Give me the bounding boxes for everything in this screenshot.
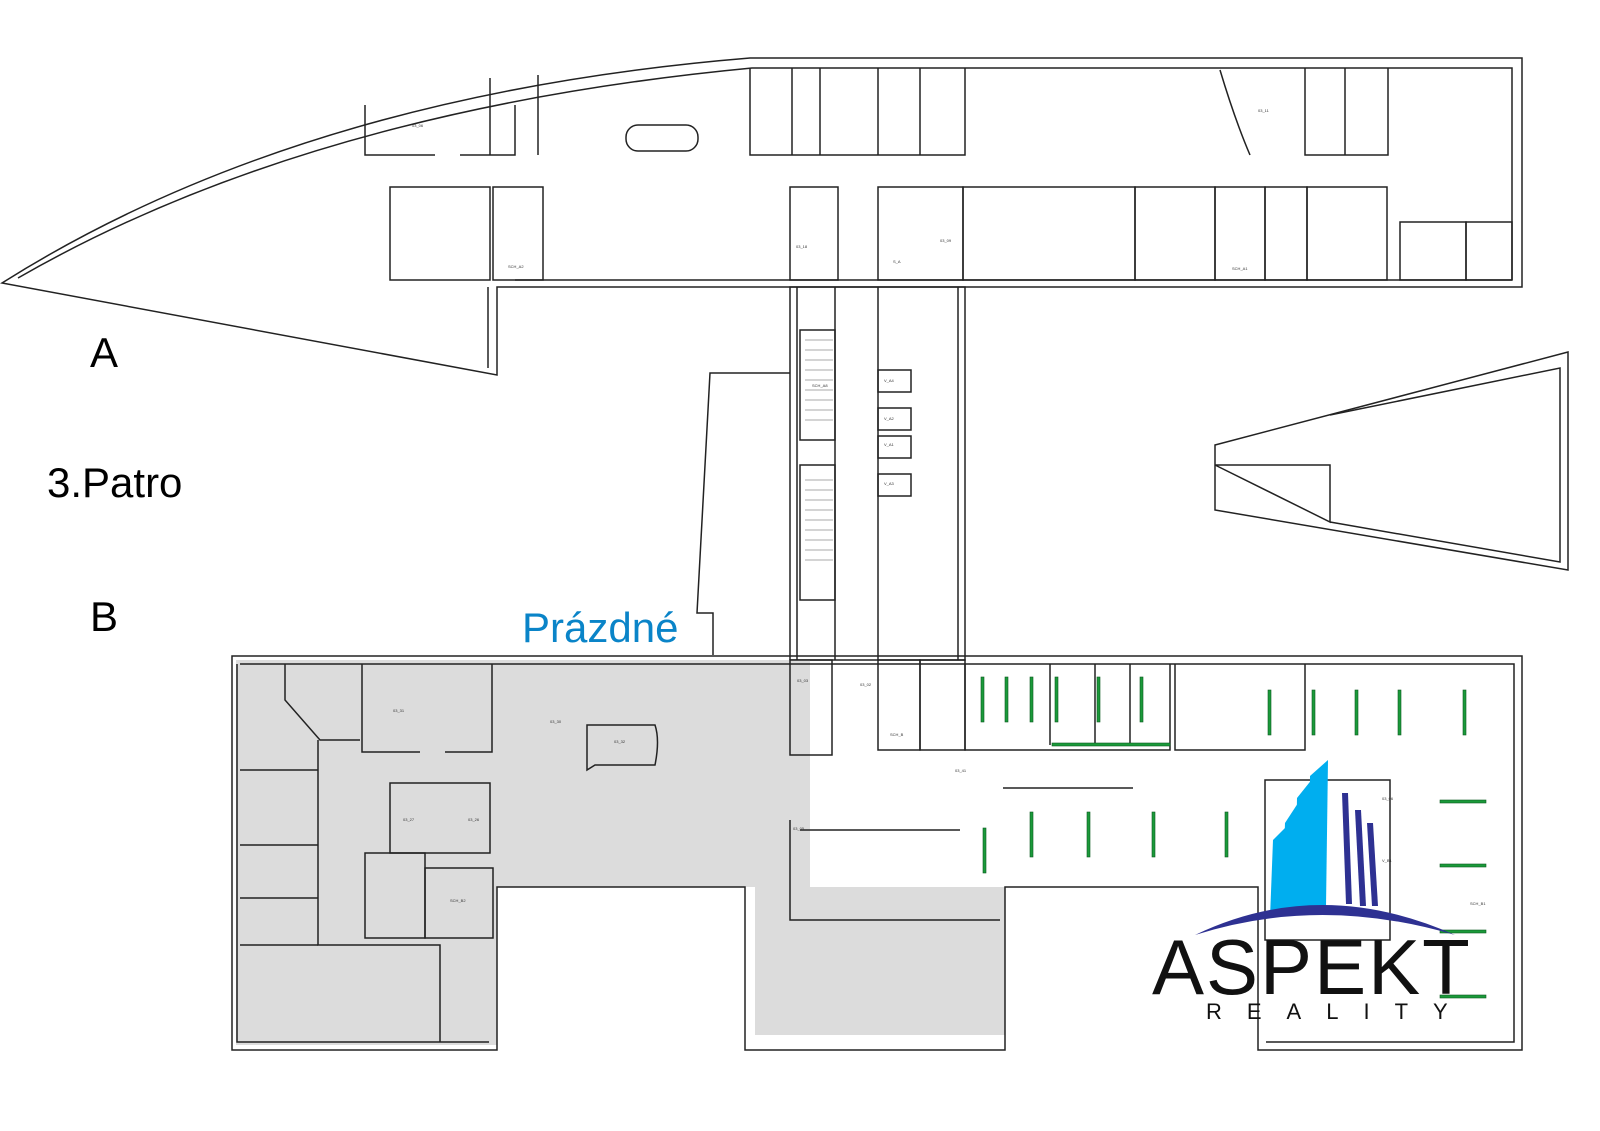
desk <box>1439 863 1487 868</box>
vacant-area <box>236 660 1005 1045</box>
wing-b-label: B <box>90 593 119 640</box>
desk <box>1439 799 1487 804</box>
room-label: 03_06 <box>412 123 424 128</box>
room-label: 03_27 <box>403 817 415 822</box>
desk <box>1096 676 1101 723</box>
aspekt-logo <box>1195 760 1455 935</box>
room-label: 03_11 <box>1258 108 1270 113</box>
room-label: V_B1 <box>1382 858 1393 863</box>
room-label: SCH_A1 <box>1232 266 1248 271</box>
room-label: SCH_A2 <box>508 264 524 269</box>
room-label: V_A4 <box>884 378 895 383</box>
room-label: SCH_B2 <box>450 898 466 903</box>
annex-structure <box>1214 351 1569 571</box>
desk <box>1439 929 1487 934</box>
desk <box>1267 689 1272 736</box>
room-label: 03_31 <box>393 708 405 713</box>
room-label: 03_02 <box>860 682 872 687</box>
wing-a-inner-outline <box>17 67 1513 280</box>
room-label: V_A1 <box>884 442 895 447</box>
desk <box>1354 689 1359 736</box>
desk <box>1029 676 1034 723</box>
desk-group <box>980 676 1487 999</box>
desk <box>1004 676 1009 723</box>
desk <box>1397 689 1402 736</box>
room-label: 03_05 <box>793 826 805 831</box>
desk <box>1054 676 1059 723</box>
room-label: 03_30 <box>550 719 562 724</box>
room-label: SCH_B <box>890 732 904 737</box>
room-label: 03_41 <box>955 768 967 773</box>
room-label: 03_06 <box>1382 796 1394 801</box>
desk <box>1311 689 1316 736</box>
wing-a-label: A <box>90 329 119 376</box>
desk <box>1029 811 1034 858</box>
logo-name: ASPEKT <box>1152 923 1472 1011</box>
desk <box>1051 742 1171 747</box>
wing-b-outline <box>231 655 1523 1051</box>
desk <box>982 827 987 874</box>
room-label: V_A3 <box>884 481 895 486</box>
wing-a-outline <box>0 57 1523 376</box>
desk <box>980 676 985 723</box>
vacant-label: Prázdné <box>522 604 679 651</box>
desk <box>1151 811 1156 858</box>
desk <box>1462 689 1467 736</box>
desk <box>1086 811 1091 858</box>
desk <box>1139 676 1144 723</box>
room-label: 03_26 <box>468 817 480 822</box>
room-label: S_A <box>893 259 901 264</box>
room-label: V_A2 <box>884 416 895 421</box>
room-label: 03_18 <box>796 244 808 249</box>
logo-tagline: REALITY <box>1206 999 1473 1024</box>
desk <box>1439 994 1487 999</box>
room-label: 03_09 <box>940 238 952 243</box>
room-label: SCH_B1 <box>1470 901 1486 906</box>
room-label: 03_32 <box>614 739 626 744</box>
room-label: 03_03 <box>797 678 809 683</box>
room-label: SCH_A8 <box>812 383 828 388</box>
floor-label: 3.Patro <box>47 459 183 506</box>
desk <box>1224 811 1229 858</box>
